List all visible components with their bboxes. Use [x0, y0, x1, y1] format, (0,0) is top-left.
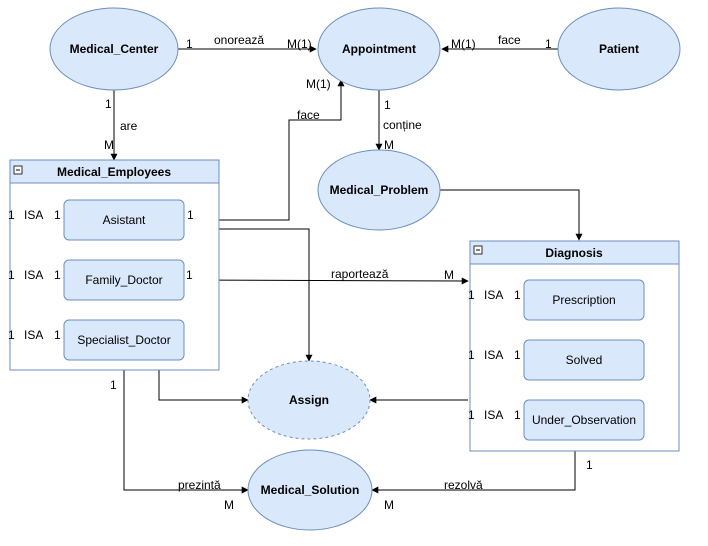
container-medical-employees[interactable]: Medical_Employees Asistant Family_Doctor…	[9, 159, 220, 371]
cardinality-label: 1	[384, 98, 391, 112]
edge-contine-label: conține	[383, 118, 422, 132]
edge-problem-diagnosis[interactable]	[440, 189, 583, 241]
entity-medical-solution[interactable]: Medical_Solution	[247, 449, 373, 531]
isa-card-left: 1	[468, 348, 475, 362]
edge-onoreaza-label: onorează	[214, 33, 264, 47]
cardinality-label: 1	[110, 378, 117, 392]
cardinality-label: M(1)	[451, 37, 476, 51]
entity-patient[interactable]: Patient	[557, 7, 681, 91]
cardinality-label: M	[224, 498, 234, 512]
minus-icon[interactable]	[473, 245, 483, 255]
entity-assign-label: Assign	[289, 393, 329, 407]
cardinality-label: 1	[105, 97, 112, 111]
container-medical-employees-title: Medical_Employees	[57, 165, 171, 179]
entity-medical-center-label: Medical_Center	[70, 42, 159, 56]
isa-label: ISA	[484, 408, 503, 422]
entity-assign[interactable]: Assign	[247, 360, 371, 440]
sub-entity-family-doctor-label: Family_Doctor	[85, 273, 162, 287]
edge-specialist-assign[interactable]	[158, 360, 249, 404]
container-diagnosis-title: Diagnosis	[545, 246, 603, 260]
container-diagnosis-header[interactable]	[469, 240, 680, 265]
cardinality-label: 1	[186, 268, 193, 282]
sub-entity-asistant-label: Asistant	[103, 213, 146, 227]
sub-entity-under-observation-label: Under_Observation	[532, 413, 636, 427]
edge-rezolva[interactable]	[371, 451, 576, 494]
isa-card-left: 1	[8, 268, 15, 282]
cardinality-label: M	[384, 498, 394, 512]
isa-card-left: 1	[468, 288, 475, 302]
isa-label: ISA	[484, 288, 503, 302]
sub-entity-family-doctor[interactable]: Family_Doctor	[63, 259, 185, 301]
edge-patient-face-label: face	[498, 33, 521, 47]
isa-label: ISA	[484, 348, 503, 362]
edge-rezolva-label: rezolvă	[444, 478, 483, 492]
isa-label: ISA	[24, 328, 43, 342]
cardinality-label: 1	[586, 458, 593, 472]
cardinality-label: M(1)	[287, 37, 312, 51]
cardinality-label: M	[384, 138, 394, 152]
isa-card-left: 1	[468, 408, 475, 422]
sub-entity-prescription[interactable]: Prescription	[523, 279, 645, 321]
edge-labels: 1 onorează M(1) M(1) face 1 1 are M M(1)…	[8, 33, 593, 512]
edge-are-label: are	[120, 119, 138, 133]
entity-appointment-label: Appointment	[342, 42, 416, 56]
cardinality-label: M	[104, 138, 114, 152]
edge-asistant-face-label: face	[297, 108, 320, 122]
entity-medical-problem-label: Medical_Problem	[330, 183, 429, 197]
cardinality-label: M	[444, 268, 454, 282]
sub-entity-solved[interactable]: Solved	[523, 339, 645, 381]
isa-card-left: 1	[8, 328, 15, 342]
sub-entity-specialist-doctor[interactable]: Specialist_Doctor	[63, 319, 185, 361]
entity-appointment[interactable]: Appointment	[317, 7, 441, 91]
sub-entity-under-observation[interactable]: Under_Observation	[523, 399, 645, 441]
container-diagnosis[interactable]: Diagnosis Prescription Solved Under_Obse…	[469, 240, 680, 452]
edge-raporteaza-label: raportează	[331, 267, 389, 281]
isa-card-right: 1	[514, 288, 521, 302]
cardinality-label: 1	[186, 37, 193, 51]
isa-card-left: 1	[8, 208, 15, 222]
isa-label: ISA	[24, 268, 43, 282]
isa-card-right: 1	[514, 408, 521, 422]
sub-entity-specialist-doctor-label: Specialist_Doctor	[77, 333, 170, 347]
entity-medical-center[interactable]: Medical_Center	[49, 7, 179, 91]
edge-asistant-face[interactable]	[184, 79, 345, 221]
edge-prezinta-label: prezintă	[178, 478, 221, 492]
minus-icon[interactable]	[13, 165, 23, 175]
edge-prezinta[interactable]	[123, 370, 249, 494]
sub-entity-prescription-label: Prescription	[552, 293, 615, 307]
edge-asistant-assign[interactable]	[184, 228, 313, 362]
isa-card-right: 1	[54, 268, 61, 282]
sub-entity-asistant[interactable]: Asistant	[63, 199, 185, 241]
entity-medical-solution-label: Medical_Solution	[261, 483, 360, 497]
entity-medical-problem[interactable]: Medical_Problem	[317, 149, 441, 231]
isa-card-right: 1	[54, 208, 61, 222]
isa-card-right: 1	[514, 348, 521, 362]
entity-patient-label: Patient	[599, 42, 639, 56]
container-medical-employees-header[interactable]	[9, 159, 220, 184]
sub-entity-solved-label: Solved	[566, 353, 603, 367]
cardinality-label: 1	[545, 37, 552, 51]
cardinality-label: 1	[187, 208, 194, 222]
isa-label: ISA	[24, 208, 43, 222]
cardinality-label: M(1)	[306, 77, 331, 91]
isa-card-right: 1	[54, 328, 61, 342]
edge-raporteaza[interactable]	[183, 277, 469, 285]
